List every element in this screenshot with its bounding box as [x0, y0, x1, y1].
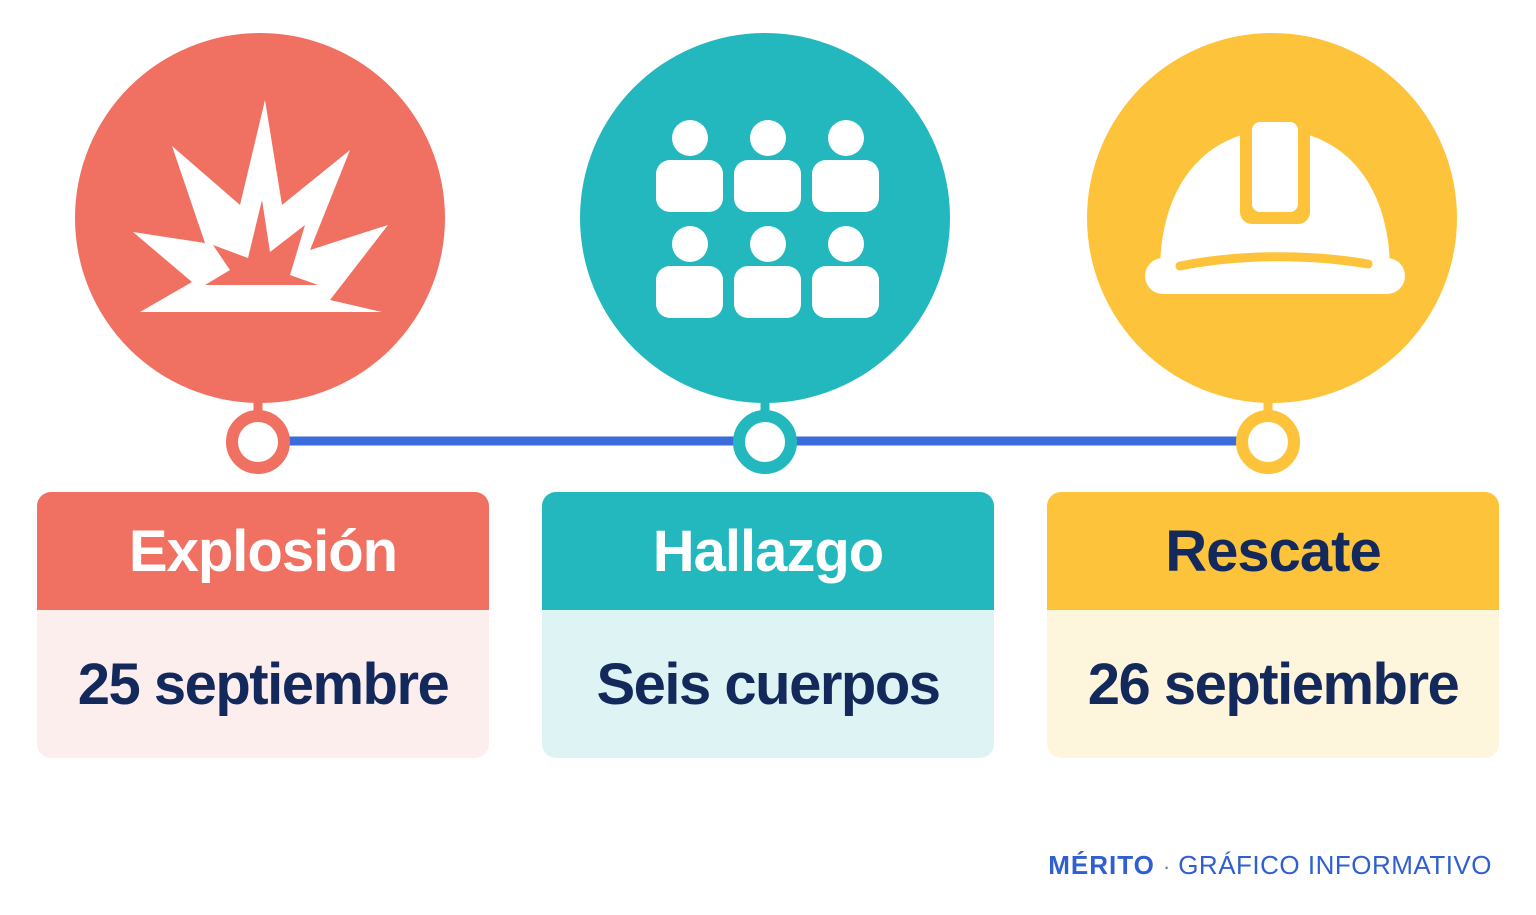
event-node-2 [580, 33, 950, 474]
explosion-icon [133, 100, 388, 312]
event-circle-2 [580, 33, 950, 403]
hard-hat-icon [1145, 120, 1405, 294]
footer-tagline: GRÁFICO INFORMATIVO [1178, 850, 1492, 880]
event-card-title: Hallazgo [542, 492, 994, 610]
people-group-icon [656, 120, 879, 318]
event-card-title: Explosión [37, 492, 489, 610]
footer-credit: MÉRITO · GRÁFICO INFORMATIVO [1048, 850, 1492, 881]
event-card-title: Rescate [1047, 492, 1499, 610]
timeline-dot-1 [226, 410, 290, 474]
timeline-dot-2 [733, 410, 797, 474]
event-card-hallazgo: Hallazgo Seis cuerpos [542, 492, 994, 758]
event-card-rescate: Rescate 26 septiembre [1047, 492, 1499, 758]
event-card-detail: 26 septiembre [1047, 610, 1499, 758]
event-node-3 [1087, 33, 1457, 474]
brand-name: MÉRITO [1048, 850, 1155, 880]
timeline-dot-3 [1236, 410, 1300, 474]
event-card-explosion: Explosión 25 septiembre [37, 492, 489, 758]
footer-separator: · [1162, 854, 1171, 879]
event-node-1 [75, 33, 445, 474]
event-card-detail: Seis cuerpos [542, 610, 994, 758]
event-card-detail: 25 septiembre [37, 610, 489, 758]
timeline-graphic [75, 33, 1457, 474]
